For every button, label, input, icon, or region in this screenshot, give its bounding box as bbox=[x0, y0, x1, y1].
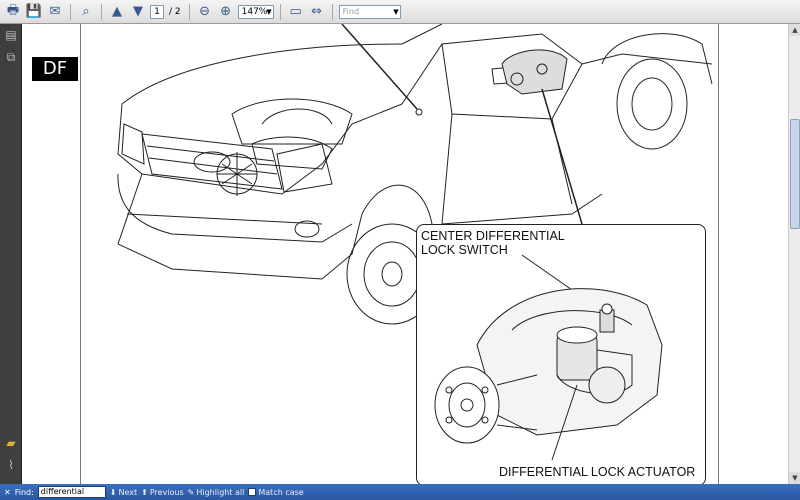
checkbox-icon bbox=[248, 488, 257, 496]
comments-icon[interactable]: ▰ bbox=[6, 436, 16, 450]
vertical-scrollbar[interactable]: ▲ ▼ bbox=[788, 24, 800, 484]
arrow-up-icon: ⬆ bbox=[141, 487, 148, 497]
find-input[interactable]: differential bbox=[37, 486, 106, 498]
find-next-button[interactable]: ⬇ Next bbox=[110, 488, 137, 497]
zoom-select[interactable]: 147% ▼ bbox=[237, 4, 274, 19]
toolbar-separator bbox=[101, 3, 102, 20]
page-number-input[interactable]: 1 bbox=[150, 4, 164, 19]
print-icon[interactable]: 🖶 bbox=[6, 2, 20, 18]
save-icon[interactable]: 💾 bbox=[25, 4, 43, 19]
find-placeholder: Find bbox=[342, 6, 360, 16]
page-border-left bbox=[80, 24, 81, 484]
toolbar-separator bbox=[188, 3, 190, 20]
label-actuator: DIFFERENTIAL LOCK ACTUATOR bbox=[499, 465, 696, 479]
find-bar: ✕ Find: differential ⬇ Next ⬆ Previous ✎… bbox=[0, 484, 800, 500]
scroll-thumb[interactable] bbox=[790, 119, 800, 229]
match-case-checkbox[interactable]: Match case bbox=[248, 487, 304, 497]
pages-icon[interactable]: ▤ bbox=[5, 28, 17, 42]
search-document-icon[interactable]: ⌕ bbox=[82, 4, 90, 19]
label-switch-line1: CENTER DIFFERENTIAL bbox=[421, 229, 565, 243]
previous-page-icon[interactable]: ▲ bbox=[112, 4, 122, 19]
next-page-icon[interactable]: ▼ bbox=[133, 4, 143, 19]
find-next-label: Next bbox=[118, 487, 138, 497]
find-toolbar-input[interactable]: Find ▼ bbox=[338, 4, 401, 19]
label-switch-line2: LOCK SWITCH bbox=[421, 243, 508, 257]
chevron-down-icon: ▼ bbox=[266, 7, 272, 16]
scroll-down-icon[interactable]: ▼ bbox=[789, 472, 800, 484]
zoom-in-icon[interactable]: ⊕ bbox=[220, 4, 232, 19]
zoom-out-icon[interactable]: ⊖ bbox=[199, 4, 211, 19]
document-view[interactable]: DF bbox=[22, 24, 788, 484]
navigation-panel: ▤ ⧉ ▰ ⌇ bbox=[0, 24, 22, 484]
fit-width-icon[interactable]: ⇔ bbox=[311, 4, 323, 19]
find-label: Find: bbox=[14, 487, 34, 497]
nav-bottom-group: ▰ ⌇ bbox=[0, 432, 22, 476]
match-case-label: Match case bbox=[258, 487, 304, 497]
find-previous-label: Previous bbox=[149, 487, 184, 497]
section-badge: DF bbox=[32, 57, 78, 81]
vehicle-diagram bbox=[117, 24, 713, 325]
actuator-diagram bbox=[434, 254, 663, 461]
toolbar-separator bbox=[70, 3, 71, 20]
fit-page-icon[interactable]: ▭ bbox=[289, 4, 302, 19]
zoom-value: 147% bbox=[241, 6, 268, 17]
page-border-right bbox=[718, 24, 719, 484]
callout-box: CENTER DIFFERENTIAL LOCK SWITCH DIFFEREN… bbox=[416, 224, 706, 484]
email-icon[interactable]: ✉ bbox=[49, 4, 61, 19]
chevron-down-icon: ▼ bbox=[393, 7, 399, 16]
toolbar: 🖶 💾 ✉ ⌕ ▲ ▼ 1 / 2 ⊖ ⊕ 147% ▼ ▭ ⇔ Find ▼ bbox=[0, 0, 800, 24]
highlight-all-button[interactable]: ✎ Highlight all bbox=[188, 488, 245, 497]
arrow-down-icon: ⬇ bbox=[109, 487, 117, 497]
bookmarks-icon[interactable]: ⧉ bbox=[6, 49, 16, 64]
close-icon[interactable]: ✕ bbox=[4, 487, 11, 497]
find-previous-button[interactable]: ⬆ Previous bbox=[141, 488, 184, 497]
highlight-icon: ✎ bbox=[187, 487, 195, 497]
scroll-up-icon[interactable]: ▲ bbox=[789, 24, 800, 36]
toolbar-separator bbox=[279, 3, 281, 20]
attachments-icon[interactable]: ⌇ bbox=[8, 458, 14, 472]
page-total: / 2 bbox=[169, 6, 181, 17]
highlight-all-label: Highlight all bbox=[196, 487, 245, 497]
toolbar-separator bbox=[331, 3, 333, 20]
